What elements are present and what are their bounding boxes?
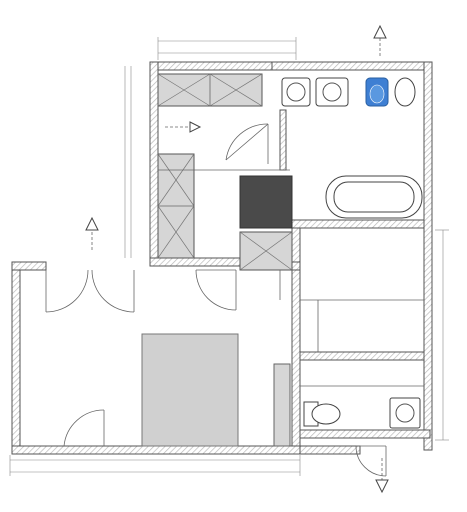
toilet: [365, 77, 389, 107]
floor-area: [141, 333, 239, 447]
door: [225, 123, 269, 164]
built-in-unit: [273, 363, 291, 447]
washbasin: [281, 77, 311, 107]
dimension-lines: [9, 37, 449, 476]
door: [195, 269, 237, 311]
door: [63, 409, 105, 447]
tall-cabinet: [239, 175, 293, 229]
washing-machine: [389, 397, 421, 429]
direction-arrow-icon: [165, 121, 202, 133]
north-arrow-icon: [375, 458, 389, 494]
toilet: [303, 401, 341, 427]
bathtub: [325, 175, 423, 219]
bidet: [394, 77, 416, 107]
wardrobe: [157, 153, 195, 259]
guide-lines: [158, 169, 424, 387]
storage-cabinet: [157, 73, 263, 107]
exterior-door: [355, 445, 387, 477]
north-arrow-icon: [373, 24, 387, 56]
walls: [11, 61, 433, 455]
north-arrow-icon: [85, 216, 99, 252]
double-door: [45, 269, 135, 313]
washbasin: [315, 77, 349, 107]
